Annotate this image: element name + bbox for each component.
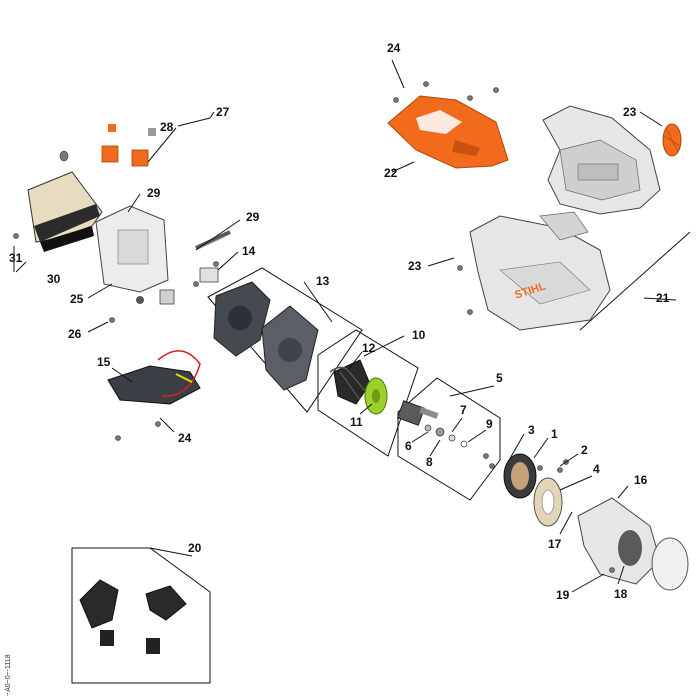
callout-11: 11 (350, 415, 363, 429)
fan-shroud-front-part (213, 281, 271, 357)
callout-29-b: 29 (246, 210, 260, 224)
connector-part (159, 267, 219, 305)
callout-15: 15 (97, 355, 111, 369)
callout-2: 2 (581, 443, 588, 457)
callout-26: 26 (68, 327, 82, 341)
callout-17: 17 (548, 537, 562, 551)
callout-30: 30 (47, 272, 61, 286)
callout-14: 14 (242, 244, 256, 258)
callout-20: 20 (188, 541, 202, 555)
callout-27: 27 (216, 105, 230, 119)
top-cover-part (387, 95, 509, 169)
callout-18: 18 (614, 587, 628, 601)
callout-7: 7 (460, 403, 467, 417)
lower-housing-half-part: STIHL (469, 211, 611, 331)
green-fan-wheel-part (364, 377, 388, 415)
callout-13: 13 (316, 274, 330, 288)
group-frame-20 (71, 547, 211, 684)
callout-21: 21 (656, 291, 670, 305)
callout-9: 9 (486, 417, 493, 431)
fan-shroud-rear-part (261, 305, 319, 391)
accessory-parts (79, 579, 187, 654)
orange-filter-disc-part (662, 123, 682, 157)
callout-23-top: 23 (623, 105, 637, 119)
callout-16: 16 (634, 473, 648, 487)
callout-24-bottom: 24 (178, 431, 192, 445)
cable-part (195, 230, 231, 250)
callout-23-bottom: 23 (408, 259, 422, 273)
electronics-board-part (95, 205, 169, 304)
callout-10: 10 (412, 328, 426, 342)
callout-1: 1 (551, 427, 558, 441)
spring-clip-part (329, 366, 349, 373)
fan-impeller-part (333, 359, 371, 405)
callout-25: 25 (70, 292, 84, 306)
callout-29-a: 29 (147, 186, 161, 200)
callout-3: 3 (528, 423, 535, 437)
callout-8: 8 (426, 455, 433, 469)
callout-28: 28 (160, 120, 174, 134)
callout-31: 31 (9, 251, 23, 265)
callout-19: 19 (556, 588, 570, 602)
air-filter-part (27, 150, 103, 252)
coil-part (533, 477, 563, 527)
upper-housing-half-part (542, 105, 661, 215)
leader-lines (13, 59, 691, 593)
callout-4: 4 (593, 462, 600, 476)
drawing-reference: ~A0~0~-1118 (5, 654, 12, 696)
callout-24-top: 24 (387, 41, 401, 55)
end-housing-part (577, 497, 689, 591)
orange-clip-part (101, 124, 156, 167)
callout-5: 5 (496, 371, 503, 385)
motor-rotor-part (396, 400, 439, 426)
callout-12: 12 (362, 341, 376, 355)
callout-22: 22 (384, 166, 398, 180)
stator-part (503, 453, 537, 499)
bearing-part (424, 424, 468, 448)
callout-labels: 24 23 22 27 28 29 29 23 21 14 31 30 25 1… (9, 41, 670, 602)
callout-6: 6 (405, 439, 412, 453)
group-frame-5 (397, 377, 501, 501)
trigger-assembly-part (107, 350, 201, 405)
